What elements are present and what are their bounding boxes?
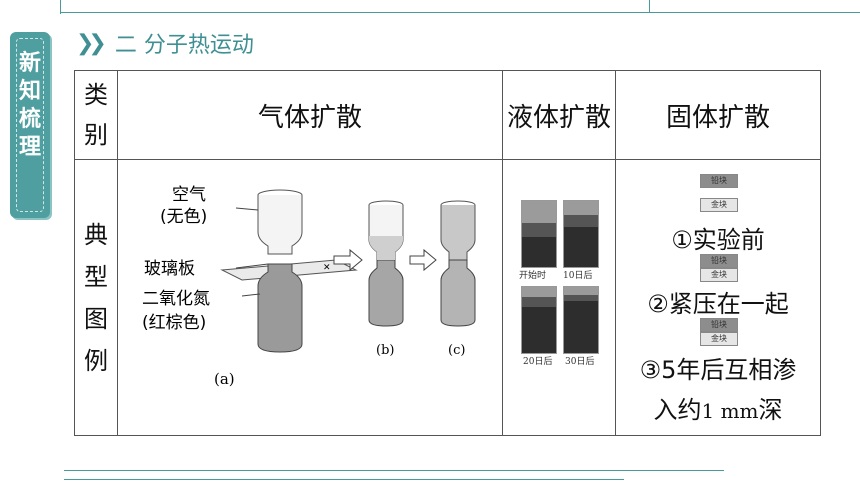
lead-block-3: 铅块 — [700, 318, 738, 332]
stacked-char: 梳 — [18, 107, 41, 132]
solid-step-4: 入约1 mm深 — [616, 390, 820, 425]
bottle-a-top — [257, 189, 303, 255]
caption-c: (c) — [448, 343, 465, 358]
section-title: 二 分子热运动 — [114, 33, 254, 58]
frame-left-line — [60, 0, 61, 14]
liquid-figure-cell: 开始时 10日后 20日后 30日后 — [502, 159, 616, 436]
diffusion-table: 类别 气体扩散 液体扩散 固体扩散 典型图例 ✕ — [74, 70, 821, 436]
solid-step-2: ②紧压在一起 — [647, 290, 789, 318]
label-no2-color: (红棕色) — [142, 313, 206, 333]
row-label: 典型图例 — [75, 214, 117, 382]
label-air: 空气 — [172, 185, 206, 205]
photo-day10 — [563, 200, 599, 268]
double-chevron-icon: ❯❯ — [76, 30, 107, 56]
solid-step-4-c: 深 — [758, 396, 783, 424]
side-tab-char: 新知梳理 — [10, 50, 50, 162]
side-tab: 新知梳理 — [10, 32, 50, 218]
photo-day30 — [563, 286, 599, 354]
label-no2: 二氧化氮 — [142, 289, 210, 309]
side-tab-text: 新知梳理 — [10, 50, 50, 162]
photo-start — [521, 200, 557, 268]
caption-day30: 30日后 — [565, 357, 595, 367]
row-label-cell: 典型图例 — [74, 159, 118, 436]
frame-bottom-line-2 — [64, 479, 624, 480]
lead-block-1: 铅块 — [700, 174, 738, 188]
stacked-char: 类 — [84, 81, 108, 109]
bottle-b — [368, 200, 404, 327]
section-heading: ❯❯ 二 分子热运动 — [76, 28, 254, 59]
liquid-diffusion-photos: 开始时 10日后 20日后 30日后 — [503, 160, 615, 435]
label-glass: 玻璃板 — [144, 259, 195, 279]
solid-step-1: ①实验前 — [671, 226, 765, 254]
stacked-char: 例 — [84, 346, 108, 375]
svg-text:✕: ✕ — [323, 263, 331, 273]
photo-day20 — [521, 286, 557, 354]
frame-right-decoration — [649, 0, 860, 13]
table-header-row: 类别 气体扩散 液体扩散 固体扩散 — [74, 70, 821, 160]
caption-day20: 20日后 — [523, 357, 553, 367]
header-gas: 气体扩散 — [117, 70, 503, 160]
bottle-c — [440, 200, 476, 327]
gold-block-1: 金块 — [700, 198, 738, 212]
stacked-char: 新 — [18, 51, 41, 76]
gold-block-2: 金块 — [700, 268, 738, 282]
category-label: 类别 — [75, 75, 117, 155]
stacked-char: 图 — [84, 304, 108, 333]
header-liquid: 液体扩散 — [502, 70, 616, 160]
solid-step-4-b: 1 mm — [701, 399, 759, 423]
arrow-icon — [333, 248, 363, 272]
stacked-char: 典 — [84, 220, 108, 249]
frame-top-line — [60, 12, 860, 13]
caption-start: 开始时 — [519, 271, 547, 281]
caption-day10: 10日后 — [563, 271, 593, 281]
gas-figure-cell: ✕ — [117, 159, 503, 436]
gold-block-3: 金块 — [700, 332, 738, 346]
header-solid: 固体扩散 — [615, 70, 821, 160]
side-tab-border — [16, 38, 44, 212]
table-row-examples: 典型图例 ✕ — [74, 159, 821, 436]
lead-block-2: 铅块 — [700, 254, 738, 268]
label-air-color: (无色) — [160, 207, 207, 227]
frame-bottom-line-1 — [64, 470, 724, 471]
bottle-a-bottom — [257, 263, 303, 353]
header-category: 类别 — [74, 70, 118, 160]
stacked-char: 知 — [18, 79, 41, 104]
stacked-char: 型 — [84, 262, 108, 291]
gas-diffusion-figure: ✕ — [142, 185, 476, 388]
stacked-char: 别 — [84, 121, 108, 149]
caption-b: (b) — [376, 343, 394, 358]
stacked-char: 理 — [18, 135, 41, 160]
arrow-icon — [409, 248, 437, 272]
solid-step-4-a: 入约 — [653, 396, 702, 424]
caption-a: (a) — [214, 370, 235, 388]
solid-figure-cell: 铅块 金块 ①实验前 铅块 金块 ②紧压在一起 铅块 金块 ③5年后互相渗 入约… — [615, 159, 821, 436]
solid-step-3: ③5年后互相渗 — [639, 356, 797, 384]
